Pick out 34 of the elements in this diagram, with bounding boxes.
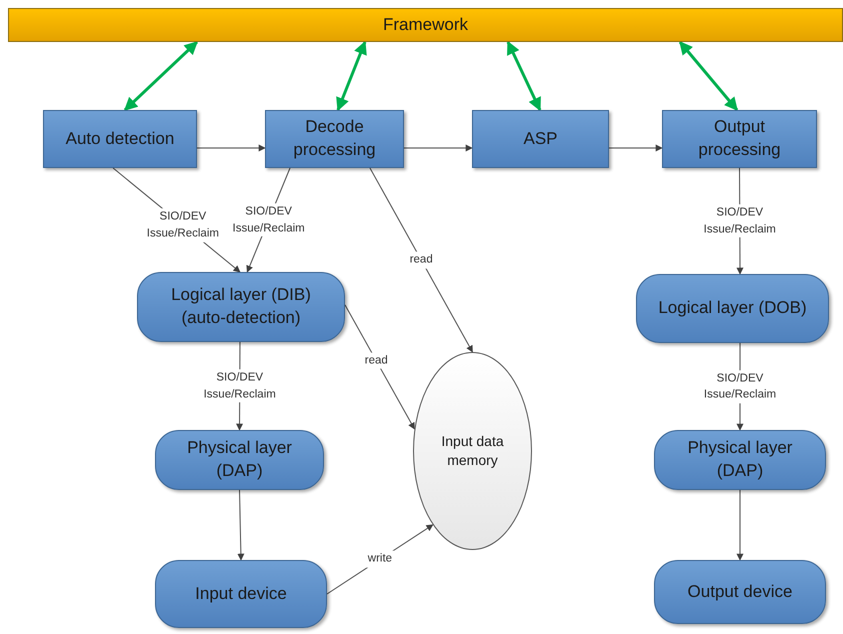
process-box: [265, 110, 404, 168]
arrow: [678, 40, 738, 112]
node-label: Output device: [688, 580, 792, 603]
arrow: [237, 490, 244, 561]
arrow: [736, 490, 744, 561]
layer-box: [636, 274, 829, 343]
node-label: Physical layer (DAP): [686, 437, 794, 482]
process-box: [43, 110, 197, 168]
node-label: Decode processing: [292, 116, 377, 161]
node-label: Input data memory: [440, 432, 505, 470]
node-label: Logical layer (DOB): [658, 297, 807, 320]
layer-box: [654, 560, 826, 624]
node-label: ASP: [523, 128, 558, 150]
process-box: [662, 110, 817, 168]
arrow: [336, 40, 367, 112]
node-label: Logical layer (DIB) (auto-detection): [170, 284, 312, 329]
framework-bar: [8, 8, 843, 42]
arrow: [369, 168, 473, 353]
node-label: Auto detection: [66, 128, 174, 150]
node-label: Framework: [382, 14, 468, 36]
process-box: [472, 110, 609, 168]
arrow: [344, 304, 415, 430]
layer-box: [155, 430, 324, 490]
node-label: Output processing: [697, 116, 782, 161]
layer-box: [137, 272, 345, 342]
arrow: [124, 40, 198, 112]
arrow: [608, 144, 663, 152]
node-label: Physical layer (DAP): [186, 437, 293, 482]
layer-box: [155, 560, 327, 628]
arrow: [506, 40, 542, 112]
node-label: Input device: [195, 582, 287, 605]
arrow: [196, 144, 266, 152]
layer-box: [654, 430, 826, 490]
arrow: [404, 144, 473, 152]
